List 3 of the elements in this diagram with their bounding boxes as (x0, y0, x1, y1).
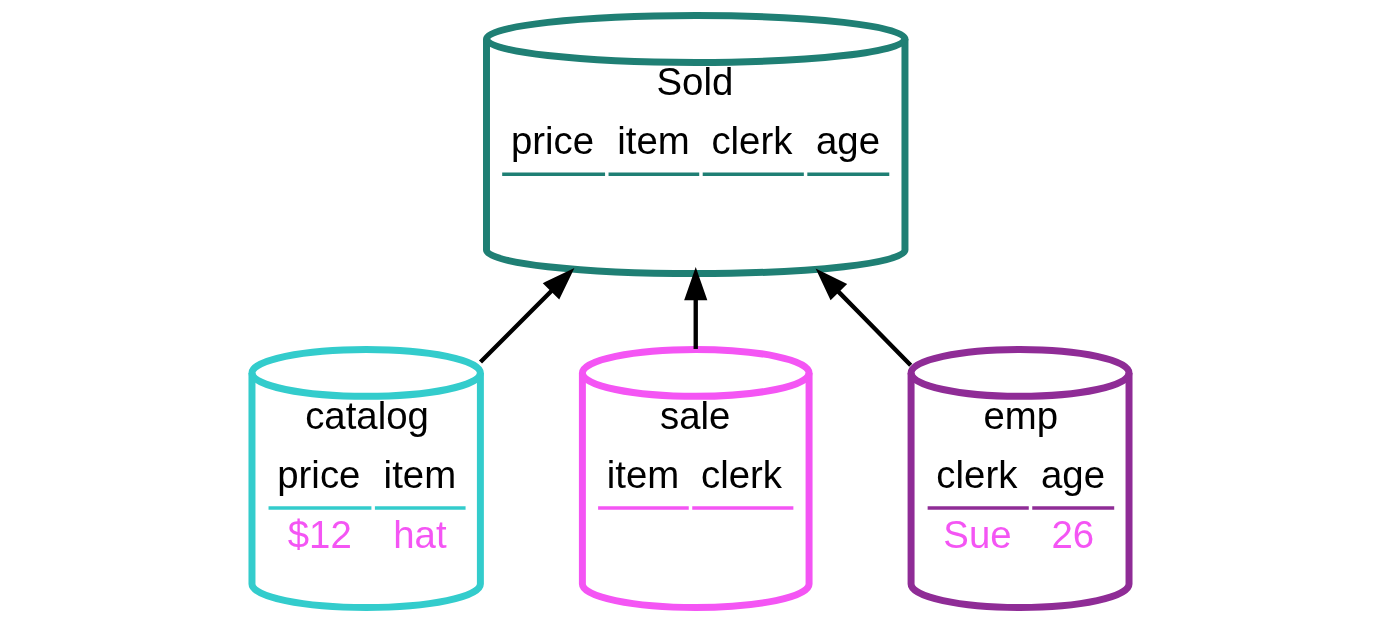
arrow (478, 267, 575, 364)
arrow (684, 267, 708, 349)
arrow (815, 268, 913, 367)
